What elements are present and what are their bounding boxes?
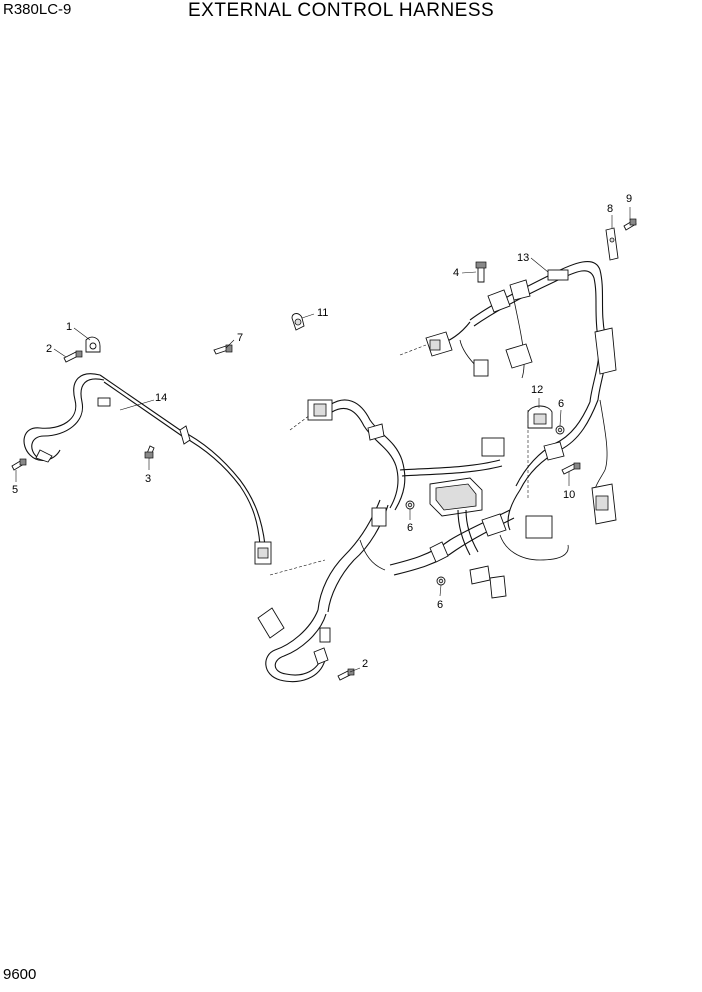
callout-10: 10 xyxy=(563,489,575,501)
callout-11: 11 xyxy=(317,307,328,319)
callout-14: 14 xyxy=(155,392,167,404)
callout-2-lower: 2 xyxy=(362,658,368,670)
callout-1: 1 xyxy=(66,321,72,333)
page-title: EXTERNAL CONTROL HARNESS xyxy=(188,0,495,21)
bolt-part-4 xyxy=(475,261,487,283)
callout-12: 12 xyxy=(531,384,543,396)
callouts: 1 2 14 3 5 7 11 4 13 8 9 12 6 10 6 6 2 xyxy=(12,193,632,670)
clip-part-12 xyxy=(527,405,553,429)
bolt-part-10 xyxy=(561,462,581,475)
clip-part-11 xyxy=(291,313,305,331)
callout-13: 13 xyxy=(517,252,529,264)
bolt-part-9 xyxy=(623,218,637,231)
nut-part-6-right xyxy=(555,425,565,435)
bolt-part-3 xyxy=(144,445,155,459)
callout-6-right: 6 xyxy=(558,398,564,410)
bolt-part-2-lower xyxy=(337,668,355,681)
clamp-part-1 xyxy=(85,336,101,353)
nut-part-6-mid xyxy=(405,500,415,510)
callout-3: 3 xyxy=(145,473,151,485)
bolt-part-7 xyxy=(213,344,233,355)
main-harness xyxy=(257,399,569,683)
bolt-part-5 xyxy=(11,458,27,471)
model-label: R380LC-9 xyxy=(3,1,72,18)
bracket-part-8 xyxy=(605,227,619,261)
callout-leaders xyxy=(15,207,631,673)
callout-4: 4 xyxy=(453,267,459,279)
callout-5: 5 xyxy=(12,484,18,496)
callout-6-mid: 6 xyxy=(407,522,413,534)
callout-9: 9 xyxy=(626,193,632,205)
callout-7: 7 xyxy=(237,332,243,344)
callout-6-low: 6 xyxy=(437,599,443,611)
harness-14 xyxy=(23,373,272,565)
nut-part-6-low xyxy=(436,576,446,586)
page-number: 9600 xyxy=(3,966,37,983)
harness-13 xyxy=(399,261,617,531)
callout-2-upper: 2 xyxy=(46,343,52,355)
callout-8: 8 xyxy=(607,203,613,215)
bolt-part-2-upper xyxy=(63,350,83,363)
